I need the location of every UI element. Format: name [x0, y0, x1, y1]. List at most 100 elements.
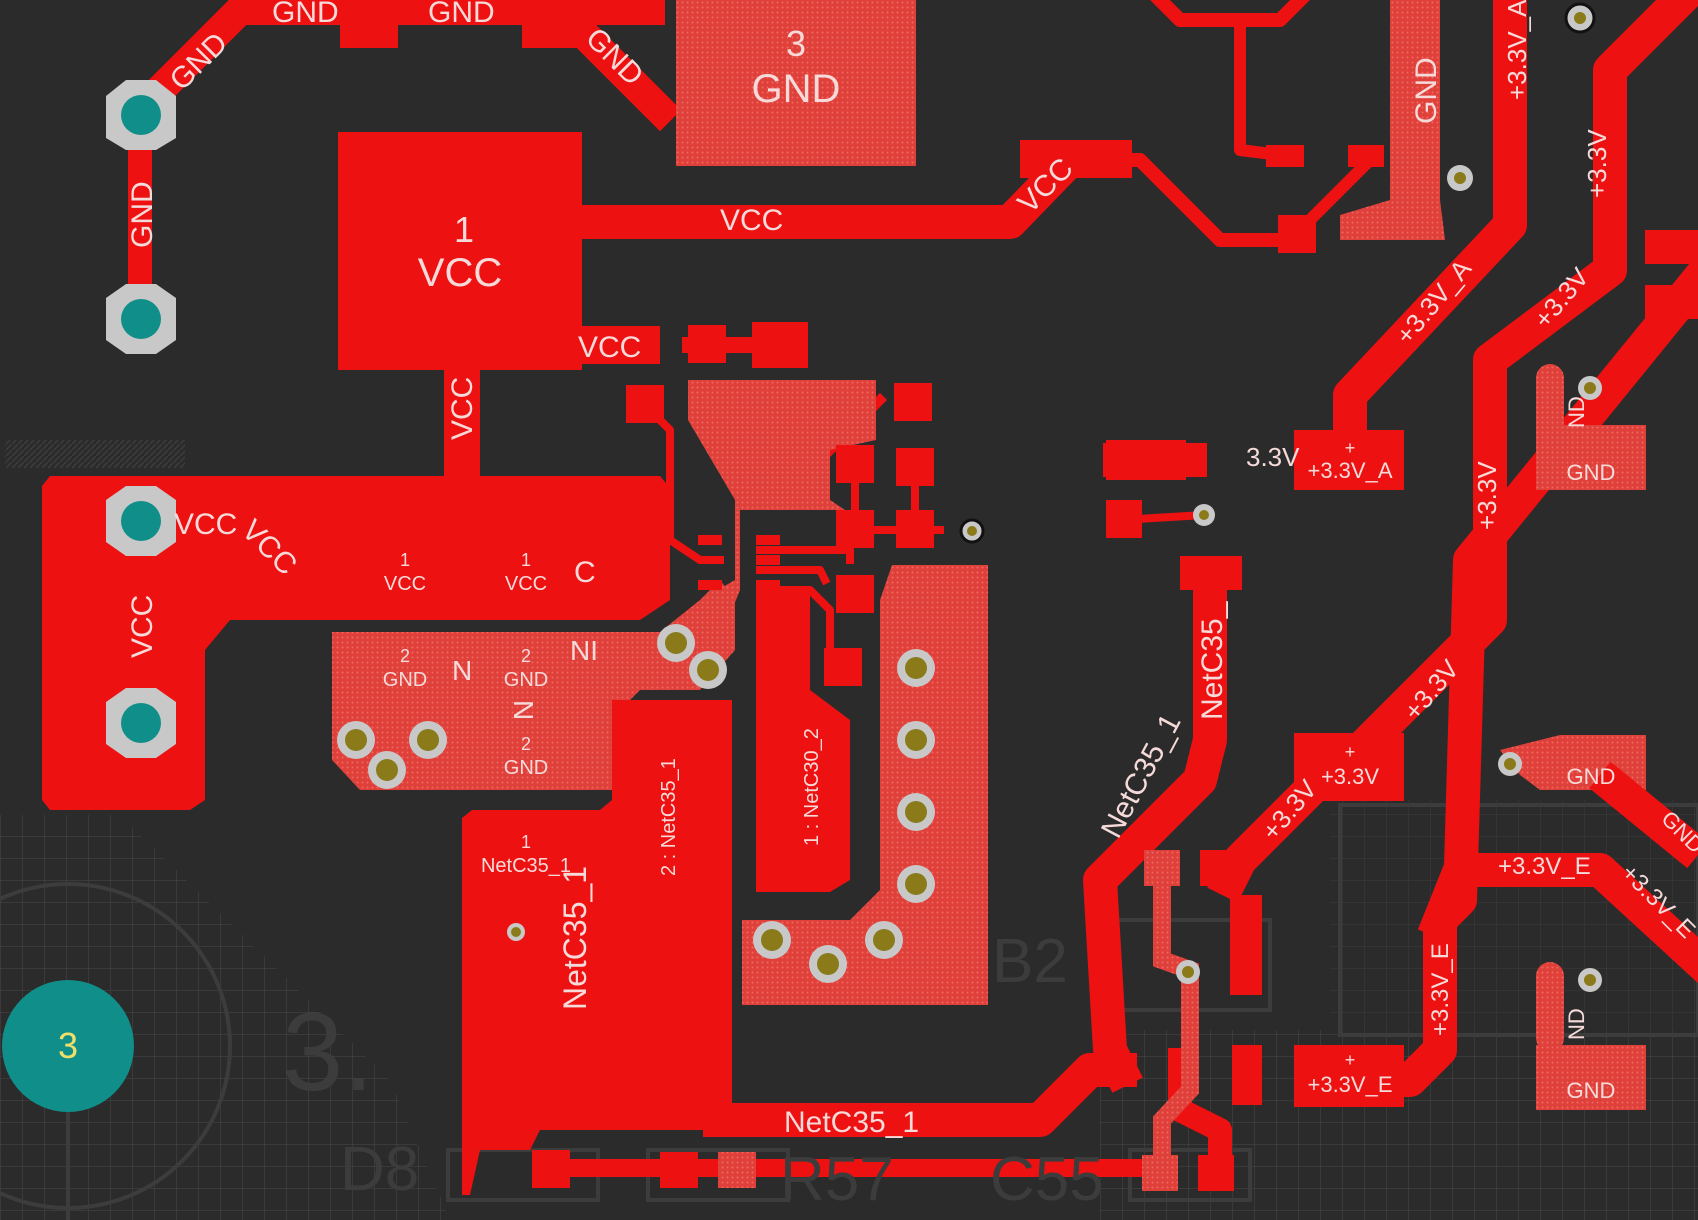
via[interactable] [809, 945, 847, 983]
pad-gnd-r3-stem[interactable] [1536, 962, 1564, 1052]
ic-pin-a[interactable] [698, 535, 722, 545]
pad-b2-a[interactable] [1144, 850, 1180, 886]
trace-ic-e[interactable] [756, 566, 831, 586]
pad-vcc-small-right[interactable] [1020, 140, 1132, 178]
pad-gnd-top-vertical[interactable] [1340, 0, 1445, 240]
label-netc30-pin1: 1 : NetC30_2 [801, 728, 823, 846]
via[interactable] [368, 751, 406, 789]
pad-c55-a[interactable] [1232, 1045, 1262, 1105]
pad-3v3-partial[interactable] [1106, 440, 1186, 480]
silk-right-outline [1338, 803, 1698, 1037]
via[interactable] [753, 921, 791, 959]
label-3v3a-pad-plus: + [1345, 438, 1356, 458]
pad-c55-c[interactable] [1198, 1155, 1234, 1191]
trace-gnd-right-diag[interactable] [1589, 761, 1698, 869]
label-gnd-pad-r1-partial: ND [1564, 396, 1589, 428]
pad-3v3-e[interactable] [1294, 1045, 1404, 1107]
ic-pad-5[interactable] [836, 445, 874, 483]
pad-d8-a[interactable] [532, 1150, 570, 1188]
pad-gnd-r1-base[interactable] [1536, 425, 1646, 490]
label-vcc-trace: VCC [720, 204, 783, 237]
via[interactable] [1447, 165, 1473, 191]
trace-top-u[interactable] [1150, 0, 1310, 27]
ic-pin-d[interactable] [698, 580, 722, 590]
via[interactable] [897, 793, 935, 831]
ic-pad-1[interactable] [626, 385, 664, 423]
label-vcc-pad-b-net: VCC [505, 573, 547, 595]
trace-3v3a[interactable] [1333, 0, 1527, 467]
pad-3v3-partial-b[interactable] [1106, 500, 1142, 538]
ic-pin-c[interactable] [756, 555, 780, 565]
pad-b2-c[interactable] [1230, 895, 1262, 995]
ic-pad-3[interactable] [752, 322, 808, 368]
via[interactable] [1564, 2, 1596, 34]
via[interactable] [337, 721, 375, 759]
pad-top-u-b[interactable] [1348, 145, 1384, 167]
ic-pad-7[interactable] [836, 510, 874, 548]
via[interactable] [1193, 504, 1215, 526]
label-3v3e-pad: +3.3V_E [1307, 1072, 1392, 1097]
ic-pad-8[interactable] [896, 510, 934, 548]
mounting-hole-3[interactable] [2, 980, 134, 1112]
pad-gnd-top-b[interactable] [522, 0, 580, 48]
via[interactable] [1176, 960, 1200, 984]
trace-3v3e[interactable] [1417, 853, 1698, 984]
pad-ic-thermal[interactable] [688, 380, 876, 660]
pad-3v3-b[interactable] [1294, 733, 1404, 801]
via[interactable] [865, 921, 903, 959]
pad-right-edge-a[interactable] [1645, 230, 1698, 264]
via[interactable] [897, 649, 935, 687]
trace-gnd-top[interactable] [118, 0, 665, 132]
via[interactable] [1578, 968, 1602, 992]
ic-pad-4[interactable] [894, 383, 932, 421]
via[interactable] [409, 721, 447, 759]
trace-c55[interactable] [1168, 1048, 1232, 1182]
pad-c55-b[interactable] [1142, 1155, 1178, 1191]
pad-b2-b[interactable] [1200, 850, 1236, 886]
via[interactable] [657, 624, 695, 662]
ic-pin-b[interactable] [756, 535, 780, 545]
pad-top-u-a[interactable] [1266, 145, 1304, 167]
label-gnd-pad-a-net: GND [383, 669, 427, 691]
ic-pad-2[interactable] [688, 325, 726, 363]
via[interactable] [959, 518, 985, 544]
label-netc35-vertical: NetC35_ [1196, 600, 1229, 720]
pad-3v3a[interactable] [1294, 430, 1404, 490]
th-pad-gnd-2[interactable] [106, 284, 176, 354]
label-vcc-left-1: VCC [174, 508, 237, 541]
pour-netc35[interactable] [462, 700, 732, 1195]
via[interactable] [897, 721, 935, 759]
ic-pad-10[interactable] [824, 648, 862, 686]
pad-top-d[interactable] [1278, 215, 1316, 253]
ic-pad-9[interactable] [836, 575, 874, 613]
th-pad-vcc-1[interactable] [106, 486, 176, 556]
th-pad-gnd-1[interactable] [106, 80, 176, 150]
pad-r57-b[interactable] [718, 1152, 756, 1188]
pad-gnd-3[interactable] [676, 0, 916, 166]
pour-vcc-left[interactable] [42, 476, 670, 810]
pad-vcc-1[interactable] [338, 132, 582, 370]
ic-pin-e[interactable] [756, 580, 780, 590]
label-vcc-pad-a-num: 1 [400, 550, 410, 570]
th-pad-vcc-2[interactable] [106, 688, 176, 758]
via[interactable] [1578, 376, 1602, 400]
trace-b2-link[interactable] [1153, 886, 1199, 1160]
label-gnd-pad-r3: GND [1567, 1078, 1616, 1103]
via[interactable] [507, 923, 525, 941]
pad-r57-a[interactable] [660, 1152, 698, 1188]
pad-gnd-r3-base[interactable] [1536, 1045, 1646, 1110]
via[interactable] [897, 865, 935, 903]
pad-gnd-top-a[interactable] [340, 0, 398, 48]
ic-pad-11[interactable] [578, 326, 660, 364]
via[interactable] [1498, 752, 1522, 776]
pad-netc30[interactable] [756, 590, 850, 892]
via[interactable] [689, 651, 727, 689]
trace-netc35-v[interactable] [1083, 563, 1227, 1093]
label-gnd-top-1: GND [272, 0, 339, 29]
label-vcc-vertical: VCC [446, 377, 479, 440]
ic-pad-6[interactable] [896, 448, 934, 486]
trace-ic-d[interactable] [756, 546, 854, 564]
pad-netc35-top[interactable] [1180, 556, 1242, 590]
pad-right-edge-b[interactable] [1645, 285, 1698, 319]
